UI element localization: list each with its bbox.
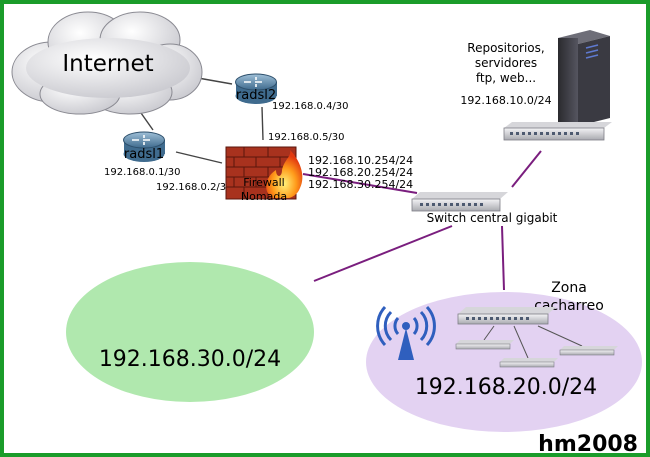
radsl2-ip-label: 192.168.0.4/30 bbox=[272, 101, 349, 112]
wifi-antenna-tip bbox=[402, 322, 410, 330]
watermark-hm2008: hm2008 bbox=[538, 432, 638, 457]
link-radsl1-firewall bbox=[175, 151, 223, 164]
radsl2-label: radsl2 bbox=[236, 88, 276, 103]
link-radsl2-firewall bbox=[261, 106, 264, 141]
repo-label-line3: ftp, web... bbox=[476, 71, 536, 85]
firewall-net-20: 192.168.20.254/24 bbox=[308, 166, 413, 179]
link-firewall-switch bbox=[302, 173, 418, 194]
flame-icon bbox=[266, 150, 303, 198]
cacharreo-device-links bbox=[483, 325, 583, 359]
router-radsl1: radsl1 bbox=[123, 131, 165, 162]
cacharreo-device-switch-1 bbox=[455, 340, 514, 350]
repo-label-line2: servidores bbox=[475, 56, 537, 70]
firewall-label-line2: Nomada bbox=[241, 190, 287, 203]
repo-label-line1: Repositorios, bbox=[467, 41, 544, 55]
router-arrows-icon bbox=[244, 77, 262, 87]
net30-label: 192.168.30.0/24 bbox=[99, 347, 281, 372]
repositories-text: Repositorios, servidores ftp, web... 192… bbox=[460, 41, 551, 107]
link-internet-radsl2 bbox=[197, 77, 233, 85]
wifi-antenna-base bbox=[398, 328, 414, 360]
link-server-switch bbox=[511, 150, 542, 188]
cacharreo-device-switch-2 bbox=[499, 358, 558, 368]
server-tower-icon bbox=[558, 30, 610, 126]
firewall-left-ip-label: 192.168.0.2/30 bbox=[156, 182, 233, 193]
firewall-top-ip-label: 192.168.0.5/30 bbox=[268, 132, 345, 143]
link-switch-net20 bbox=[501, 225, 505, 291]
firewall-net-10: 192.168.10.254/24 bbox=[308, 154, 413, 167]
router-arrows-icon bbox=[132, 135, 150, 145]
internet-cloud: Internet bbox=[11, 11, 203, 115]
internet-label: Internet bbox=[62, 51, 153, 77]
repo-net-label: 192.168.10.0/24 bbox=[460, 94, 551, 107]
zona-label-line1: Zona bbox=[551, 280, 587, 296]
firewall: Firewall Nomada bbox=[225, 146, 303, 203]
switch-central-label: Switch central gigabit bbox=[427, 211, 558, 225]
firewall-label-line1: Firewall bbox=[243, 176, 284, 189]
net20-label: 192.168.20.0/24 bbox=[415, 375, 597, 400]
router-radsl2: radsl2 bbox=[235, 73, 277, 104]
network-zone-30 bbox=[66, 262, 314, 402]
cacharreo-device-switch-3 bbox=[559, 346, 618, 356]
firewall-net-30: 192.168.30.254/24 bbox=[308, 178, 413, 191]
central-switch-icon bbox=[411, 192, 508, 212]
link-internet-radsl1 bbox=[140, 112, 154, 131]
radsl1-label: radsl1 bbox=[124, 147, 164, 162]
server-switch-icon bbox=[503, 122, 612, 141]
link-switch-net30 bbox=[313, 225, 453, 282]
links bbox=[140, 77, 542, 291]
radsl1-ip-label: 192.168.0.1/30 bbox=[104, 167, 181, 178]
cacharreo-main-switch-icon bbox=[457, 307, 556, 325]
